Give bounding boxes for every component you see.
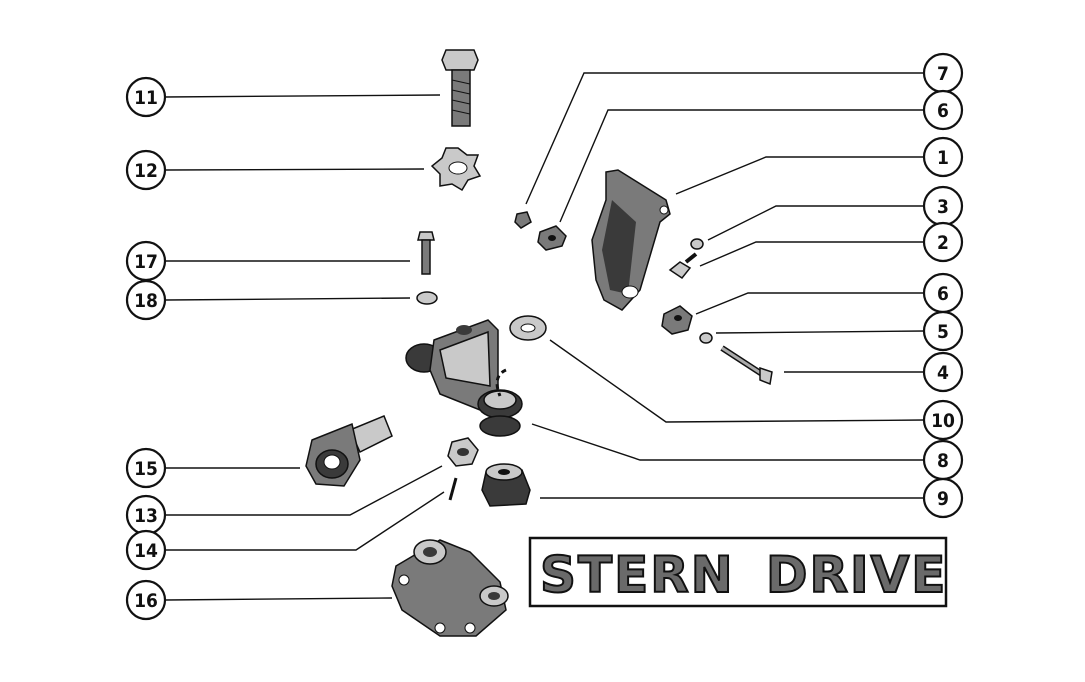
svg-text:6: 6	[937, 100, 949, 122]
title-word-stern: STERN	[540, 546, 735, 604]
leader-8	[531, 423, 924, 461]
leader-6-upper	[559, 109, 924, 223]
callout-11: 11	[125, 76, 167, 118]
svg-text:5: 5	[937, 321, 949, 343]
part-6-spacer-upper	[537, 225, 567, 251]
callout-6-upper: 6	[922, 89, 964, 131]
svg-text:6: 6	[937, 283, 949, 305]
part-2-screw	[668, 252, 698, 280]
leader-16	[165, 597, 393, 601]
callout-12: 12	[125, 149, 167, 191]
part-12-star-washer	[430, 147, 482, 192]
svg-text:7: 7	[937, 63, 949, 85]
callout-3: 3	[922, 185, 964, 227]
callout-1: 1	[922, 136, 964, 178]
part-16-yoke-block	[391, 539, 509, 637]
callout-14: 14	[125, 529, 167, 571]
svg-text:15: 15	[134, 458, 158, 480]
leader-6-lower	[695, 292, 924, 315]
part-9-rubber-mount	[481, 463, 531, 507]
part-15-rod-end	[305, 415, 393, 487]
part-18-washer	[416, 291, 438, 305]
part-13-nut	[447, 437, 479, 467]
leader-2	[699, 241, 924, 267]
part-11-hex-bolt	[441, 49, 479, 127]
svg-text:4: 4	[937, 362, 949, 384]
part-5-washer	[699, 332, 713, 344]
callout-5: 5	[922, 310, 964, 352]
svg-text:11: 11	[134, 87, 158, 109]
part-8-mount-assembly	[405, 319, 523, 437]
leader-7	[525, 72, 924, 205]
callout-10: 10	[922, 399, 964, 441]
svg-text:9: 9	[937, 488, 949, 510]
svg-text:17: 17	[134, 251, 158, 273]
svg-text:13: 13	[134, 505, 158, 527]
callout-8: 8	[922, 439, 964, 481]
callout-9: 9	[922, 477, 964, 519]
part-10-flat-washer	[509, 315, 547, 341]
leader-10	[549, 339, 925, 423]
svg-text:10: 10	[931, 410, 955, 432]
part-17-small-bolt	[417, 231, 435, 275]
callout-2: 2	[922, 221, 964, 263]
svg-text:18: 18	[134, 290, 158, 312]
part-7-nut	[514, 211, 532, 229]
callout-6-lower: 6	[922, 272, 964, 314]
part-14-pin	[448, 477, 458, 501]
leader-11	[163, 94, 441, 98]
leader-18	[165, 297, 411, 301]
svg-text:14: 14	[134, 540, 158, 562]
leader-12	[165, 168, 425, 171]
callout-7: 7	[922, 52, 964, 94]
callout-17: 17	[125, 240, 167, 282]
svg-text:1: 1	[937, 147, 949, 169]
svg-text:2: 2	[937, 232, 949, 254]
leader-1	[675, 156, 924, 195]
callout-4: 4	[922, 351, 964, 393]
part-4-long-bolt	[720, 345, 773, 386]
svg-text:8: 8	[937, 450, 949, 472]
title-word-drive: DRIVE	[766, 546, 947, 604]
part-6-spacer-lower	[661, 305, 693, 335]
leader-14	[166, 491, 445, 551]
callout-16: 16	[125, 579, 167, 621]
part-3-lock-washer	[690, 238, 704, 250]
title-box	[528, 536, 948, 608]
callout-15: 15	[125, 447, 167, 489]
svg-text:3: 3	[937, 196, 949, 218]
callout-18: 18	[125, 279, 167, 321]
leader-3	[707, 205, 924, 241]
leader-13	[166, 465, 443, 516]
part-1-bracket	[591, 169, 671, 311]
svg-text:16: 16	[134, 590, 158, 612]
stern-drive-title: STERN DRIVE	[528, 536, 948, 608]
svg-text:12: 12	[134, 160, 158, 182]
callout-13: 13	[125, 494, 167, 536]
leader-5	[715, 330, 925, 334]
